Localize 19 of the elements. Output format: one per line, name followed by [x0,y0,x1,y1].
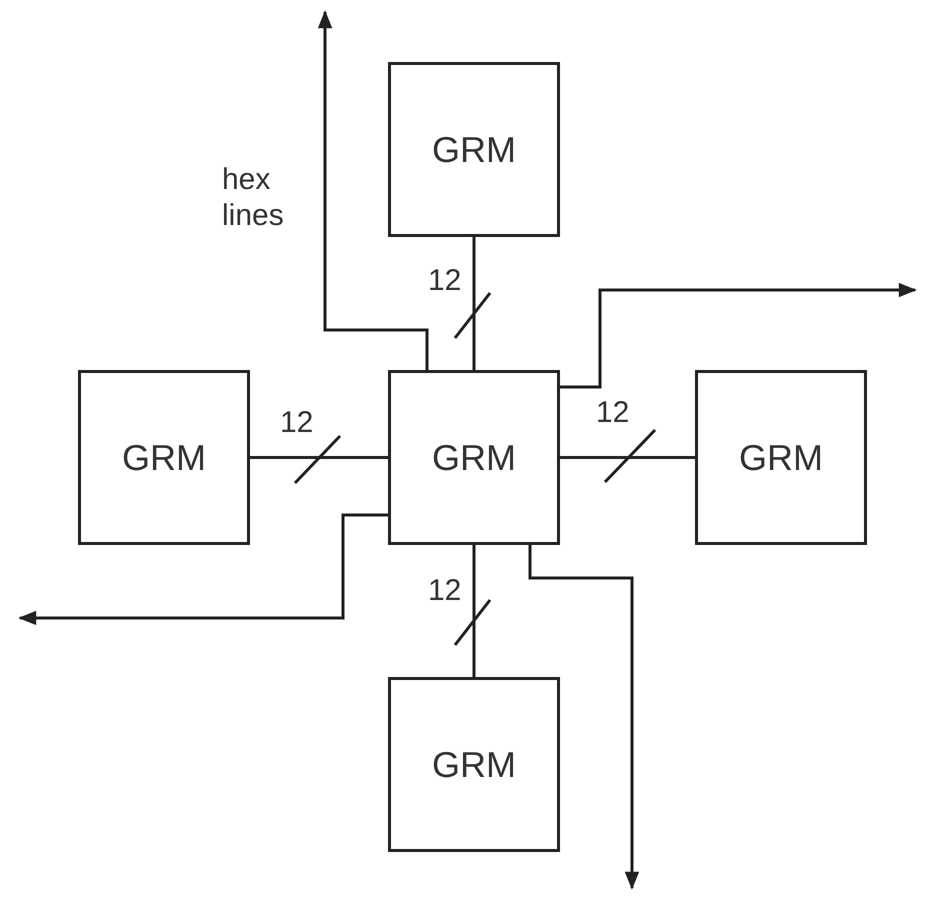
bus-line [472,237,476,370]
grm-box [695,370,867,545]
grm-box [78,370,250,545]
box-label: GRM [739,436,823,478]
bus-line [560,456,695,459]
box-label: GRM [122,436,206,478]
hex-line-arrow [560,282,917,388]
hex-line-arrow [18,514,388,626]
note-label: hex lines [222,162,285,234]
hex-line-arrow [318,10,428,370]
grm-box [388,370,560,545]
grm-box [388,62,560,237]
bus-line [250,456,388,459]
hex-line-arrow [528,545,640,890]
box-label: GRM [432,436,516,478]
grm-box [388,677,560,852]
box-label: GRM [432,128,516,170]
box-label: GRM [432,744,516,786]
bus-line [472,545,476,677]
